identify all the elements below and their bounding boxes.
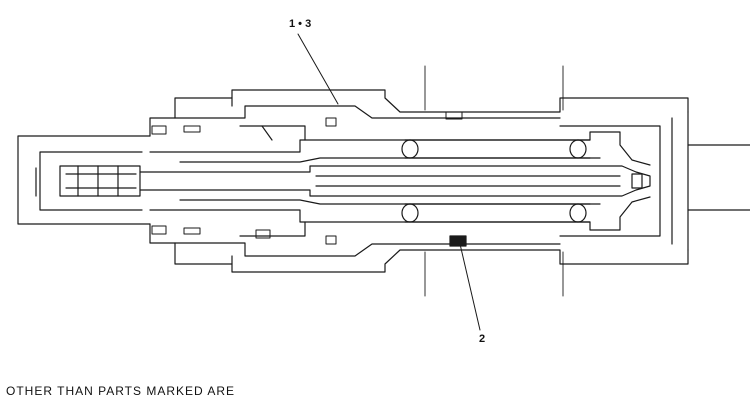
main-body-upper [149, 89, 689, 137]
leader-lines [297, 33, 481, 331]
left-end-cap [17, 135, 151, 225]
seals [151, 111, 463, 245]
spool-lower [149, 196, 651, 237]
parts-note-text: OTHER THAN PARTS MARKED ARE [6, 384, 236, 398]
lower-spring [401, 203, 591, 223]
spool-rod [139, 165, 651, 197]
upper-spring [401, 139, 591, 159]
o-ring-part-2 [449, 235, 467, 247]
inner-piston [59, 165, 141, 197]
right-housing [559, 111, 750, 251]
center-lines [424, 65, 564, 297]
main-body-lower [149, 223, 689, 273]
part-number-1-3-callout: 1 • 3 [289, 18, 312, 30]
spool-upper [149, 125, 651, 166]
part-number-2-callout: 2 [479, 333, 486, 345]
